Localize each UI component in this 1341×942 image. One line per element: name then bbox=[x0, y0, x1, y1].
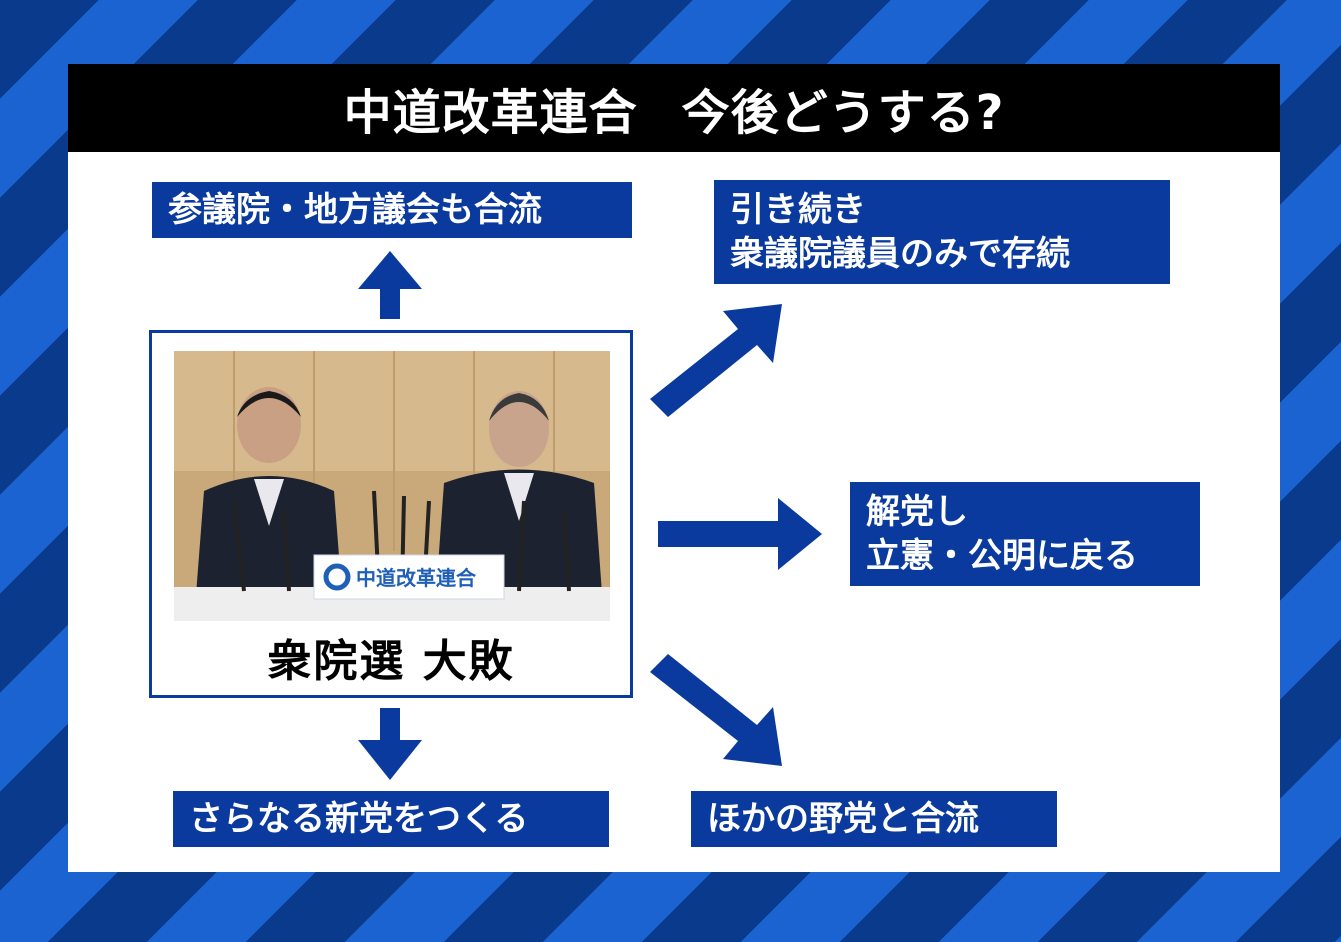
option-top-text: 参議院・地方議会も合流 bbox=[168, 190, 542, 230]
arrow-right-icon bbox=[658, 498, 822, 570]
center-box: 中道改革連合 衆院選 大敗 bbox=[149, 330, 633, 698]
title-question: 今後どうする? bbox=[681, 85, 1005, 141]
arrow-up-right-icon bbox=[650, 304, 782, 417]
title-bar: 中道改革連合 今後どうする? bbox=[68, 64, 1280, 152]
nameplate-text: 中道改革連合 bbox=[356, 566, 477, 590]
center-caption: 衆院選 大敗 bbox=[267, 636, 515, 687]
option-right-line1: 解党し bbox=[866, 492, 968, 532]
option-bottom-right-text: ほかの野党と合流 bbox=[707, 799, 979, 839]
option-right: 解党し 立憲・公明に戻る bbox=[850, 482, 1200, 586]
arrow-down-icon bbox=[358, 708, 422, 780]
press-conference-photo: 中道改革連合 bbox=[174, 351, 610, 621]
option-bottom-right: ほかの野党と合流 bbox=[691, 791, 1057, 847]
option-top-right-line2: 衆議院議員のみで存続 bbox=[730, 234, 1070, 274]
title-main: 中道改革連合 bbox=[343, 85, 638, 141]
flow-arrows bbox=[358, 251, 822, 780]
option-bottom-left: さらなる新党をつくる bbox=[173, 791, 609, 847]
option-top-right: 引き続き 衆議院議員のみで存続 bbox=[714, 180, 1170, 284]
option-top: 参議院・地方議会も合流 bbox=[152, 182, 632, 238]
arrow-down-right-icon bbox=[650, 654, 782, 766]
arrow-up-icon bbox=[358, 251, 422, 319]
diagram-board: 中道改革連合 今後どうする? 参議院・地方議会も合流 引き続き 衆議院議員のみで… bbox=[68, 64, 1280, 872]
option-bottom-left-text: さらなる新党をつくる bbox=[189, 799, 529, 839]
option-top-right-line1: 引き続き bbox=[730, 190, 866, 230]
option-right-line2: 立憲・公明に戻る bbox=[866, 536, 1138, 576]
